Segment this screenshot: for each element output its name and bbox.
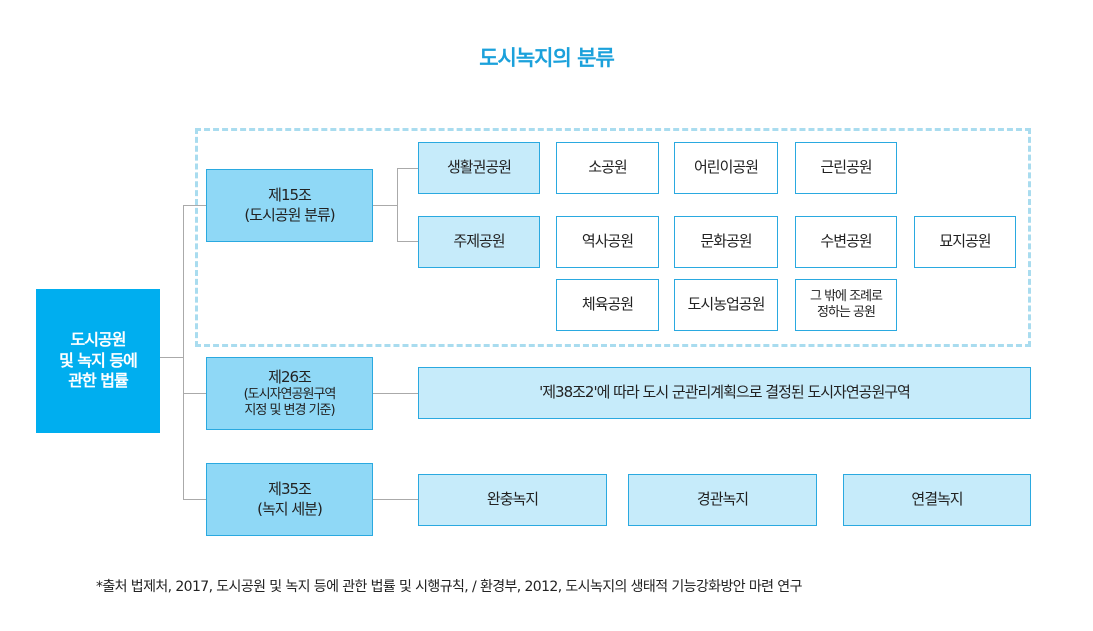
article-number: 제26조 (268, 367, 312, 386)
park-type: 역사공원 (556, 216, 659, 268)
park-type: 체육공원 (556, 279, 659, 331)
natural-park-zone-box: '제38조2'에 따라 도시 군관리계획으로 결정된 도시자연공원구역 (418, 367, 1031, 419)
connector (160, 357, 183, 358)
green-type: 완충녹지 (418, 474, 607, 526)
article-desc: (도시자연공원구역 (243, 386, 337, 402)
connector (397, 241, 418, 242)
park-type: 도시농업공원 (674, 279, 778, 331)
connector (372, 205, 397, 206)
park-type: 문화공원 (674, 216, 778, 268)
living-park-category: 생활권공원 (418, 142, 540, 194)
diagram-title: 도시녹지의 분류 (479, 46, 615, 70)
source-footnote: *출처 법제처, 2017, 도시공원 및 녹지 등에 관한 법률 및 시행규칙… (96, 579, 802, 595)
connector (372, 499, 418, 500)
park-type: 묘지공원 (914, 216, 1016, 268)
other-line: 그 밖에 조례로 (809, 288, 883, 304)
article-number: 제35조 (268, 480, 312, 498)
root-line: 및 녹지 등에 (59, 350, 138, 370)
park-type: 근린공원 (795, 142, 897, 194)
article15-group-border (195, 128, 1031, 347)
green-type: 경관녹지 (628, 474, 817, 526)
park-type: 어린이공원 (674, 142, 778, 194)
article-desc: (녹지 세분) (257, 499, 323, 518)
root-line: 도시공원 (70, 329, 127, 349)
theme-park-category: 주제공원 (418, 216, 540, 268)
connector (183, 205, 206, 206)
connector (183, 393, 206, 394)
article-desc: (도시공원 분류) (244, 205, 335, 224)
article-desc: 지정 및 변경 기준) (244, 402, 335, 418)
root-line: 관한 법률 (68, 371, 128, 391)
green-type: 연결녹지 (843, 474, 1031, 526)
park-type: 소공원 (556, 142, 659, 194)
article-number: 제15조 (268, 186, 312, 204)
article-15-box: 제15조(도시공원 분류) (206, 169, 373, 242)
park-type: 수변공원 (795, 216, 897, 268)
connector (183, 499, 206, 500)
other-line: 정하는 공원 (817, 305, 876, 320)
connector (183, 205, 184, 500)
connector (397, 168, 398, 242)
connector (372, 393, 418, 394)
connector (397, 168, 418, 169)
article-35-box: 제35조(녹지 세분) (206, 463, 373, 536)
